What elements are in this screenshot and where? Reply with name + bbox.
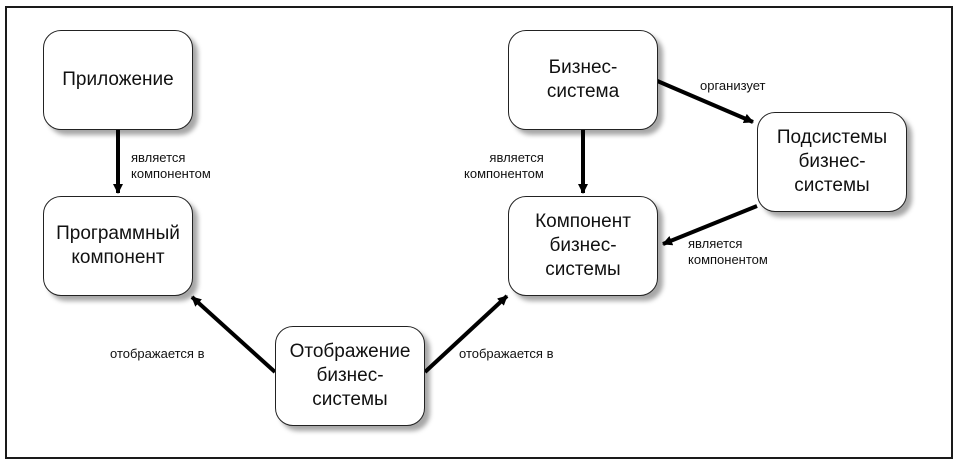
label-subsystems-is-component: является компонентом <box>688 236 768 267</box>
label-bs-organizes: организует <box>700 78 766 93</box>
node-business-mapping: Отображение бизнес- системы <box>275 326 425 426</box>
label-mapping-to-software: отображается в <box>110 346 205 361</box>
node-business-system: Бизнес- система <box>508 30 658 130</box>
label-app-is-component: является компонентом <box>131 150 211 181</box>
node-business-subsystems: Подсистемы бизнес- системы <box>757 112 907 212</box>
node-software-component: Программный компонент <box>43 196 193 296</box>
arrow-mapping-to-business-component <box>423 294 509 374</box>
node-business-component: Компонент бизнес- системы <box>508 196 658 296</box>
arrow-subsystems-to-business-component <box>662 204 758 246</box>
label-mapping-to-business: отображается в <box>459 346 554 361</box>
arrow-mapping-to-software-component <box>190 295 277 374</box>
label-bs-is-component: является компонентом <box>464 150 544 181</box>
node-application: Приложение <box>43 30 193 130</box>
arrow-business-system-to-subsystems <box>654 78 754 124</box>
